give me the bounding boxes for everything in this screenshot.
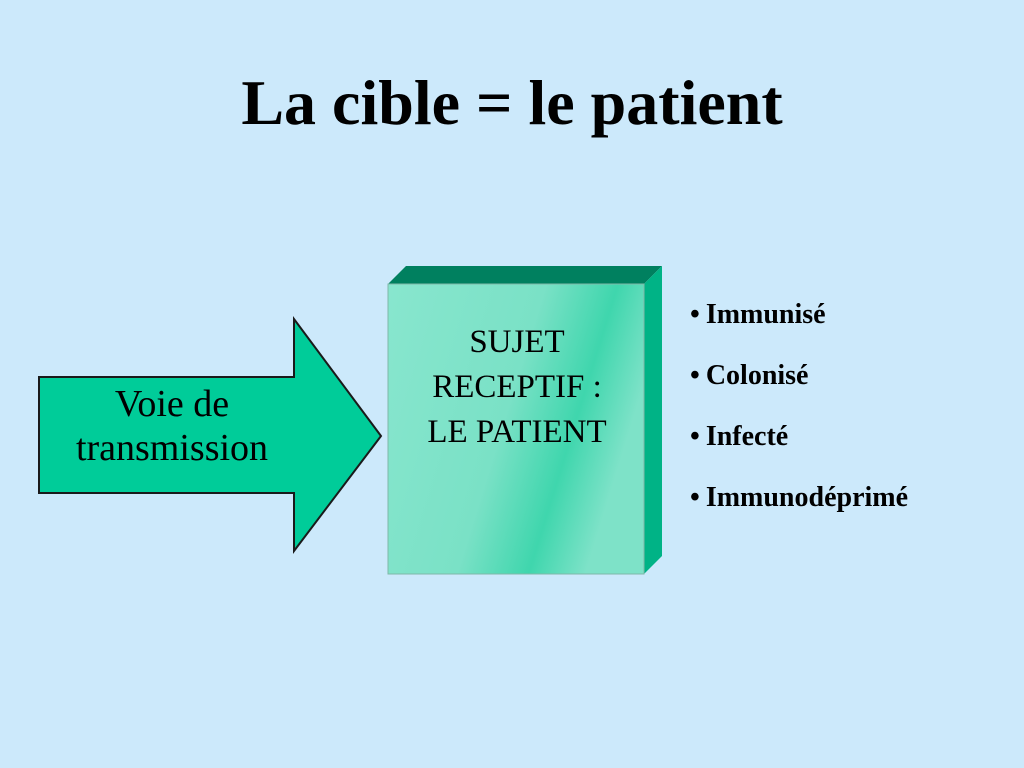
box-label-line-2: RECEPTIF : [432, 369, 602, 405]
list-item: •Colonisé [690, 357, 908, 418]
box-label-line-3: LE PATIENT [427, 414, 607, 450]
slide-title: La cible = le patient [241, 67, 783, 138]
list-item: •Infecté [690, 418, 908, 479]
list-item-text: Colonisé [705, 360, 809, 391]
box-label-line-1: SUJET [469, 324, 565, 360]
transmission-arrow: Voie de transmission [36, 316, 384, 554]
list-item-text: Immunodéprimé [705, 482, 909, 513]
patient-box: SUJET RECEPTIF : LE PATIENT [386, 264, 666, 578]
arrow-label-line-1: Voie de [114, 383, 230, 425]
bullet-marker: • [690, 421, 700, 452]
arrow-label: Voie de transmission [40, 382, 304, 470]
bullet-marker: • [690, 299, 700, 330]
bullet-marker: • [690, 360, 700, 391]
arrow-shape [38, 316, 383, 554]
box-shape [387, 266, 662, 575]
list-item-text: Infecté [705, 421, 789, 452]
bullet-marker: • [690, 482, 700, 513]
list-item-text: Immunisé [705, 299, 826, 330]
list-item: •Immunodéprimé [690, 479, 908, 540]
box-label: SUJET RECEPTIF : LE PATIENT [388, 320, 646, 455]
list-item: •Immunisé [690, 296, 908, 357]
box-front-face [387, 283, 645, 575]
arrow-label-line-2: transmission [75, 427, 269, 469]
box-top-face [388, 266, 662, 284]
box-side-face [644, 266, 662, 574]
patient-status-list: •Immunisé •Colonisé •Infecté •Immunodépr… [690, 296, 908, 540]
